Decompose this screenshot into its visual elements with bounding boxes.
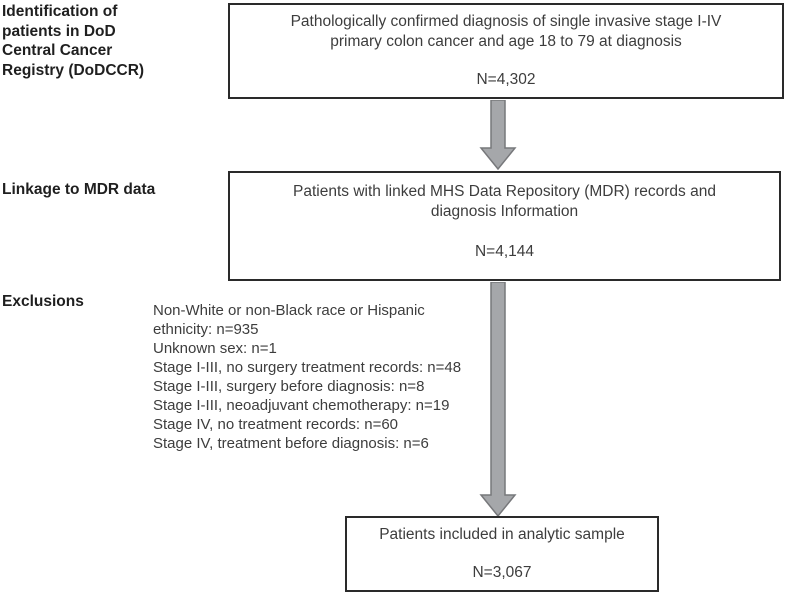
exclusion-item: Stage I-III, neoadjuvant chemotherapy: n… xyxy=(153,397,450,414)
down-arrow-icon xyxy=(479,100,517,170)
down-arrow-registry-to-linkage xyxy=(479,100,517,170)
flow-box-registry: Pathologically confirmed diagnosis of si… xyxy=(228,3,784,99)
flow-box-linkage: Patients with linked MHS Data Repository… xyxy=(228,171,781,281)
exclusion-item: Stage IV, treatment before diagnosis: n=… xyxy=(153,435,429,452)
linkage-box-count: N=4,144 xyxy=(474,243,535,260)
down-arrow-icon xyxy=(479,282,517,517)
analytic-box-count: N=3,067 xyxy=(472,563,532,581)
stage-label-exclusions: Exclusions xyxy=(2,293,84,310)
registry-box-text: Pathologically confirmed diagnosis of si… xyxy=(290,13,722,50)
exclusion-list: Non-White or non-Black race or Hispanic … xyxy=(153,301,498,453)
exclusion-item: Unknown sex: n=1 xyxy=(153,340,277,357)
down-arrow-linkage-to-analytic xyxy=(479,282,517,517)
flow-box-analytic-sample: Patients included in analytic sample N=3… xyxy=(345,516,659,592)
stage-label-linkage: Linkage to MDR data xyxy=(2,181,156,198)
registry-box-count: N=4,302 xyxy=(476,71,536,88)
exclusion-item: Stage IV, no treatment records: n=60 xyxy=(153,416,399,433)
linkage-box-text: Patients with linked MHS Data Repository… xyxy=(293,183,716,220)
exclusion-item: Non-White or non-Black race or Hispanic … xyxy=(153,302,425,338)
stage-label-identification: Identification of patients in DoD Centra… xyxy=(2,3,145,79)
exclusion-item: Stage I-III, no surgery treatment record… xyxy=(153,359,462,376)
analytic-box-text: Patients included in analytic sample xyxy=(379,526,625,543)
exclusion-item: Stage I-III, surgery before diagnosis: n… xyxy=(153,378,425,395)
